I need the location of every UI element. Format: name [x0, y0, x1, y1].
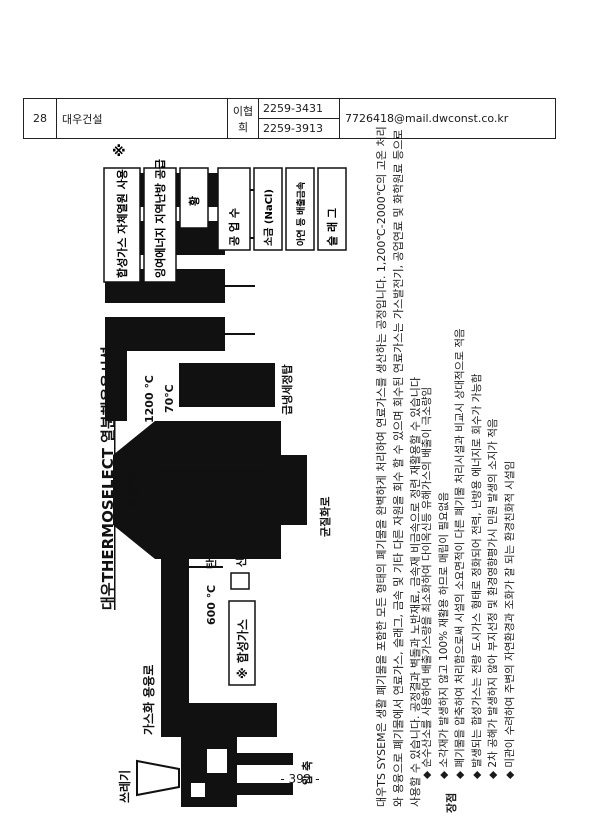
company-info-table: 28 대우건설 이협희 2259-3431 2259-3913 7726418@…: [23, 98, 556, 139]
company-row: 28 대우건설 이협희 2259-3431 2259-3913 7726418@…: [23, 98, 556, 139]
phone-cell: 2259-3431 2259-3913: [258, 98, 340, 139]
company-name: 대우건설: [56, 98, 228, 139]
output-box-4: [217, 167, 251, 251]
output-box-5: [253, 167, 283, 251]
output-box-1: [103, 167, 141, 283]
label-waste: 쓰레기: [117, 770, 132, 803]
row-number: 28: [23, 98, 57, 139]
label-syngas-box: ※ 합성가스: [235, 619, 250, 679]
output-box-7: [317, 167, 347, 251]
homogenizer-base: [281, 455, 307, 525]
star-mark: ※: [112, 144, 126, 160]
label-temp-600: 600 ℃: [205, 585, 218, 625]
quench-tower: [179, 363, 275, 407]
output-box-3: [179, 167, 209, 229]
label-homogenizer: 균질화로: [318, 497, 332, 537]
gasification-channel: [161, 555, 189, 737]
compressor-leg: [237, 753, 293, 765]
label-gasify-melting: 가스화 용융로: [141, 665, 156, 735]
compressor-leg: [237, 783, 293, 795]
page-number: - 392 -: [280, 772, 320, 786]
oxygen-tank-icon: [230, 572, 250, 590]
output-label-3: 황: [187, 196, 201, 206]
label-syngas: 합성가스: [126, 467, 140, 507]
high-temp-reactor: [113, 421, 281, 559]
label-temp-1200: 1200 ℃: [143, 375, 156, 423]
label-compression: 압 축: [300, 761, 314, 785]
gas-cleaning-column-1: [105, 317, 225, 351]
gasification-inlet: [181, 703, 277, 737]
label-quench: 급냉세정탑: [280, 364, 294, 415]
phone-2: 2259-3913: [259, 118, 339, 138]
output-label-7: 슬 래 그: [325, 208, 339, 246]
output-box-6: [285, 167, 315, 251]
quench-duct: [105, 351, 127, 421]
output-label-6: 아연 등 배출금속: [295, 182, 307, 246]
output-label-2: 잉여에너지 지역난방 공급: [153, 159, 167, 278]
output-label-5: 소금 (NaCl): [263, 189, 275, 246]
syngas-box: [228, 600, 256, 686]
label-temp-70: 70℃: [163, 384, 176, 413]
compressor-ram: [207, 749, 227, 773]
output-label-4: 공 업 수: [228, 208, 241, 246]
output-label-1: 합성가스 자체열원 사용: [115, 169, 129, 278]
phone-1: 2259-3431: [263, 102, 323, 115]
waste-hopper-icon: [136, 759, 180, 797]
compressor-window: [191, 783, 205, 797]
output-box-2: [143, 167, 177, 283]
